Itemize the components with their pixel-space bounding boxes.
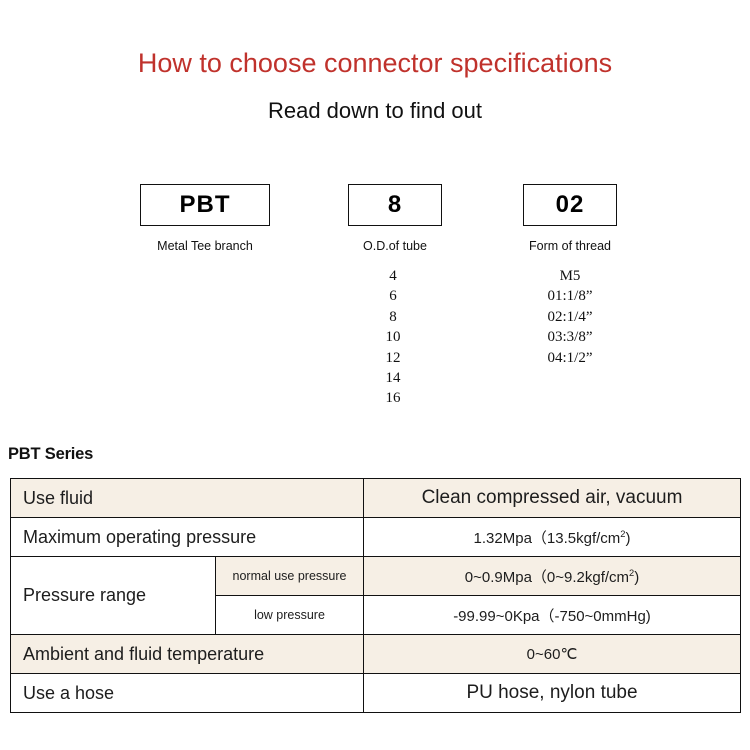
code-option-list-tube-od: 4 6 8 10 12 14 16 <box>344 266 442 409</box>
spec-label-hose: Use a hose <box>10 673 364 713</box>
spec-value-max-pressure: 1.32Mpa（13.5kgf/cm2) <box>363 517 741 557</box>
spec-value-normal-sup: 2 <box>629 567 635 578</box>
spec-value-max-pressure-sup: 2 <box>620 528 626 539</box>
spec-value-max-pressure-suffix: ) <box>625 529 631 547</box>
code-column-tube-od: 8 O.D.of tube 4 6 8 10 12 14 16 <box>348 184 442 409</box>
series-label: PBT Series <box>8 445 94 463</box>
spec-label-use-fluid: Use fluid <box>10 478 364 518</box>
table-row: Use fluid Clean compressed air, vacuum <box>10 478 741 518</box>
list-item: 12 <box>385 349 401 366</box>
spec-value-max-pressure-prefix: 1.32Mpa（13.5kgf/cm <box>473 529 621 547</box>
list-item: 16 <box>385 390 401 407</box>
page-title: How to choose connector specifications <box>137 48 613 78</box>
table-row: Use a hose PU hose, nylon tube <box>10 673 741 713</box>
code-column-thread-form: 02 Form of thread M5 01:1/8” 02:1/4” 03:… <box>523 184 617 368</box>
list-item: 03:3/8” <box>547 329 593 346</box>
list-item: 6 <box>389 288 397 305</box>
spec-sublabel-normal-use-pressure: normal use pressure <box>215 556 364 596</box>
table-row: Pressure range normal use pressure 0~0.9… <box>10 556 741 635</box>
code-caption-thread-form: Form of thread <box>529 239 611 253</box>
code-box-tube-od: 8 <box>348 184 442 226</box>
page-subtitle: Read down to find out <box>267 98 483 123</box>
spec-value-normal-suffix: ) <box>634 568 640 586</box>
list-item: 01:1/8” <box>547 288 593 305</box>
spec-value-use-fluid: Clean compressed air, vacuum <box>363 478 741 518</box>
spec-label-max-pressure: Maximum operating pressure <box>10 517 364 557</box>
code-caption-tube-od: O.D.of tube <box>363 239 427 253</box>
spec-value-normal-use-pressure: 0~0.9Mpa（0~9.2kgf/cm2) <box>363 556 741 596</box>
code-column-series: PBT Metal Tee branch <box>140 184 270 253</box>
spec-label-pressure-range: Pressure range <box>10 556 216 635</box>
spec-value-hose: PU hose, nylon tube <box>363 673 741 713</box>
list-item: 04:1/2” <box>547 349 593 366</box>
list-item: M5 <box>559 268 581 284</box>
spec-value-normal-prefix: 0~0.9Mpa（0~9.2kgf/cm <box>464 568 630 586</box>
spec-value-low-pressure: -99.99~0Kpa（-750~0mmHg) <box>363 595 741 635</box>
list-item: 02:1/4” <box>547 308 593 325</box>
table-row: Maximum operating pressure 1.32Mpa（13.5k… <box>10 517 741 557</box>
list-item: 10 <box>385 329 401 346</box>
list-item: 4 <box>389 268 397 284</box>
spec-label-temperature: Ambient and fluid temperature <box>10 634 364 674</box>
code-box-series: PBT <box>140 184 270 226</box>
table-row: Ambient and fluid temperature 0~60℃ <box>10 634 741 674</box>
spec-value-temperature: 0~60℃ <box>363 634 741 674</box>
list-item: 8 <box>389 308 397 325</box>
code-option-list-thread-form: M5 01:1/8” 02:1/4” 03:3/8” 04:1/2” <box>523 266 617 368</box>
code-box-thread-form: 02 <box>523 184 617 226</box>
list-item: 14 <box>385 370 401 387</box>
code-caption-series: Metal Tee branch <box>157 239 253 253</box>
spec-table: Use fluid Clean compressed air, vacuum M… <box>10 478 741 713</box>
spec-sublabel-low-pressure: low pressure <box>215 595 364 635</box>
